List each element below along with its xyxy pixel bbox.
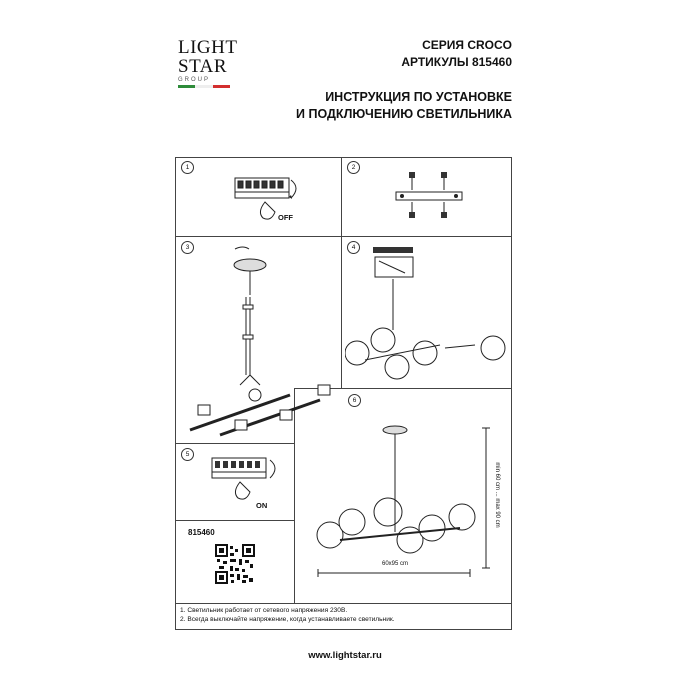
step-number-1: 1 <box>181 161 194 174</box>
final-fixture-illustration <box>316 425 490 577</box>
safety-notes: 1. Светильник работает от сетевого напря… <box>175 603 512 630</box>
breaker-off-illustration <box>234 177 297 220</box>
step-number-4: 4 <box>347 241 360 254</box>
series-title: СЕРИЯ CROCO <box>422 38 512 52</box>
divider <box>175 520 294 521</box>
mounting-illustration <box>345 247 506 380</box>
width-dimension: 60x95 cm <box>382 561 409 567</box>
step-number-5: 5 <box>181 448 194 461</box>
qr-code-icon <box>215 544 255 584</box>
article-code: 815460 <box>188 528 215 537</box>
step-number-2: 2 <box>347 161 360 174</box>
assembly-illustration <box>189 246 331 437</box>
breaker-on-illustration <box>211 457 276 500</box>
website-url[interactable]: www.lightstar.ru <box>308 650 382 661</box>
mounting-bar-illustration <box>395 172 463 218</box>
brand-logo: LIGHT STAR GROUP <box>178 38 238 100</box>
instruction-title-2: И ПОДКЛЮЧЕНИЮ СВЕТИЛЬНИКА <box>296 107 512 121</box>
articles-title: АРТИКУЛЫ 815460 <box>401 55 512 69</box>
instruction-frame <box>175 157 512 604</box>
off-label: OFF <box>278 213 293 222</box>
divider <box>175 236 512 237</box>
note-1: 1. Светильник работает от сетевого напря… <box>180 607 348 614</box>
logo-line3: GROUP <box>178 77 211 83</box>
divider <box>175 443 294 444</box>
step-number-6: 6 <box>348 394 361 407</box>
divider <box>341 388 512 389</box>
divider <box>341 236 342 388</box>
italian-flag-icon <box>178 85 230 88</box>
height-dimension: min 60 cm ... max 90 cm <box>494 462 500 528</box>
step-number-3: 3 <box>181 241 194 254</box>
divider <box>341 157 342 237</box>
on-label: ON <box>256 501 268 510</box>
divider <box>294 388 295 603</box>
logo-line2: STAR <box>178 56 228 77</box>
instruction-title-1: ИНСТРУКЦИЯ ПО УСТАНОВКЕ <box>325 90 512 104</box>
note-2: 2. Всегда выключайте напряжение, когда у… <box>180 616 395 623</box>
logo-line1: LIGHT <box>178 37 238 58</box>
